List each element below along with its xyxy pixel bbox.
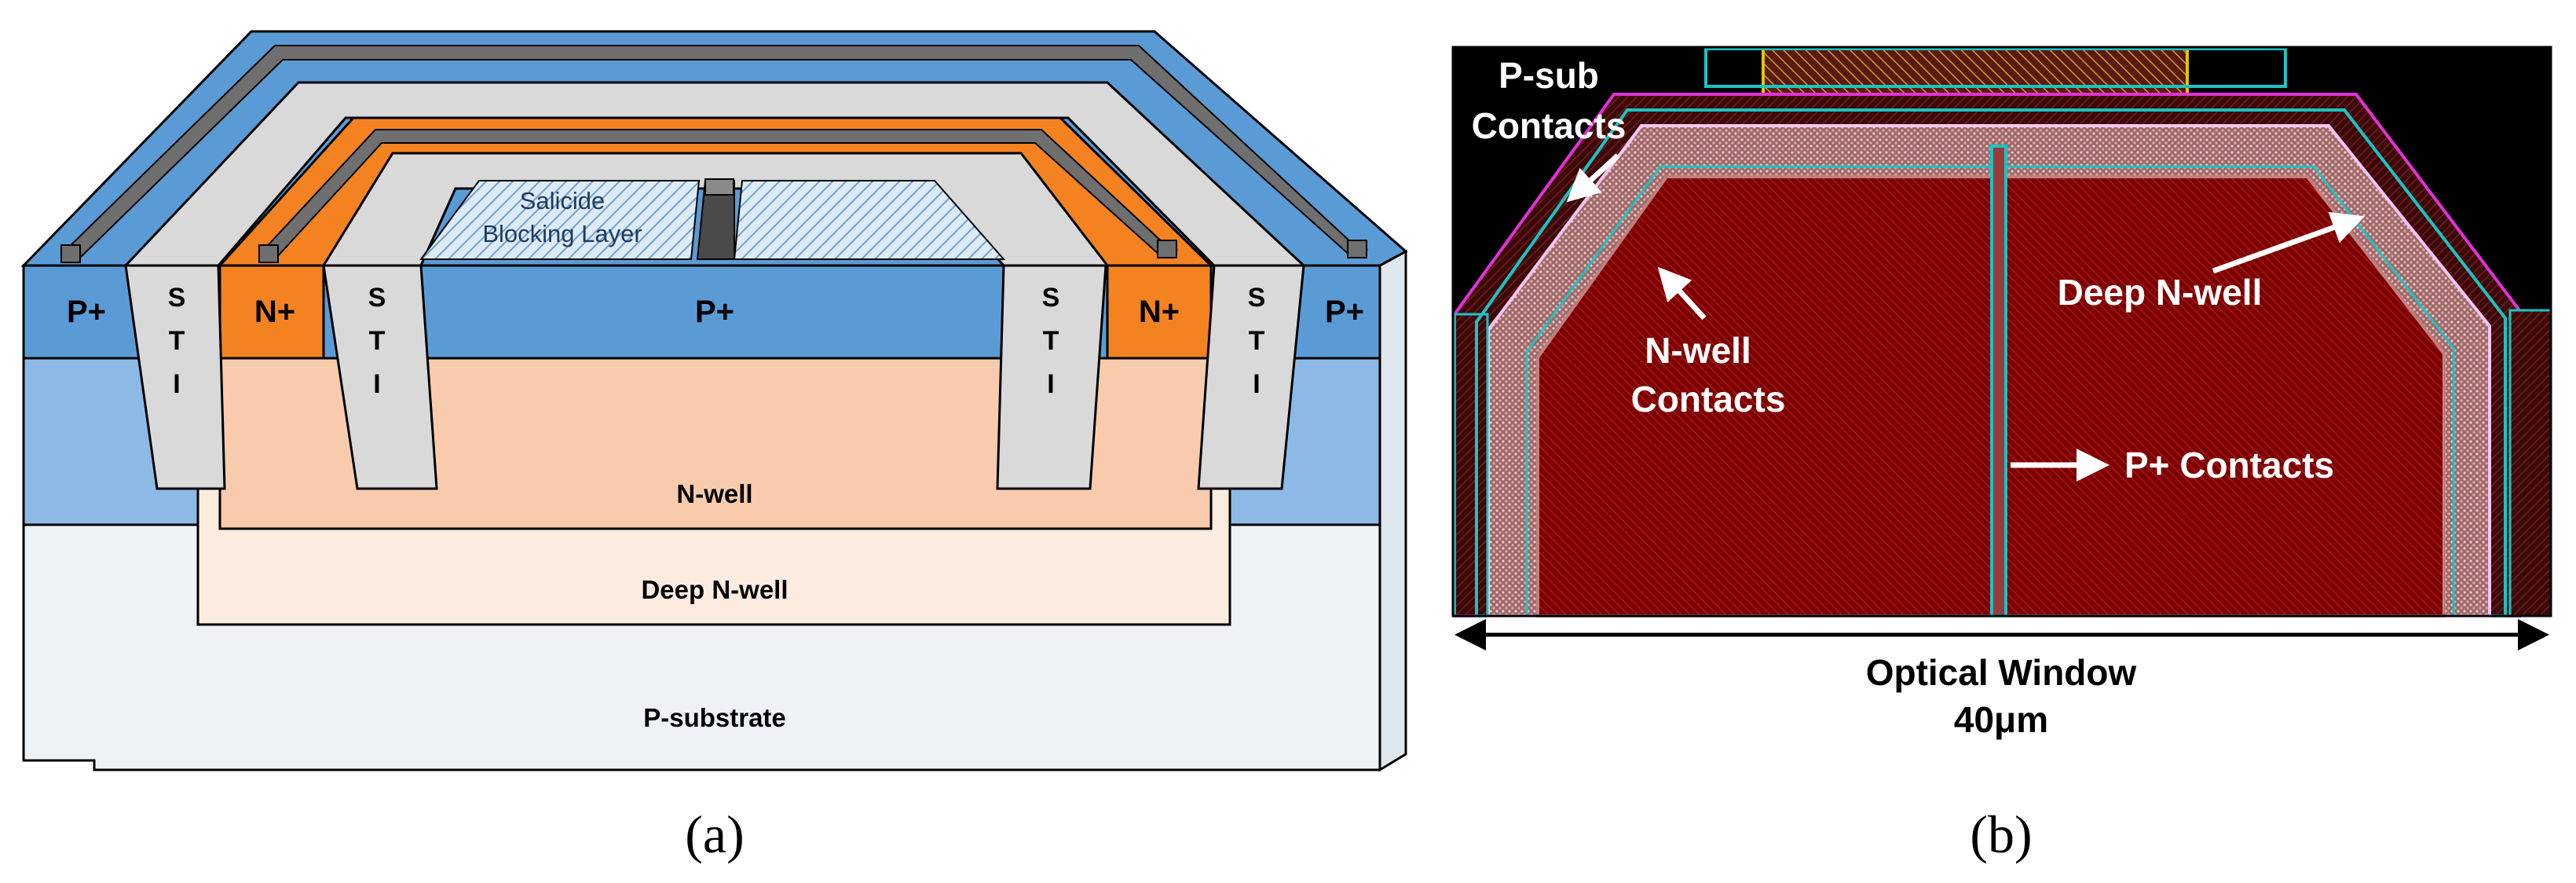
n-well-contacts-label-line2: Contacts xyxy=(1631,379,1786,420)
salicide-label-line2: Blocking Layer xyxy=(482,220,642,247)
n-plus-right-region xyxy=(1106,264,1213,360)
psub-contacts-arrow xyxy=(1566,153,1620,203)
deep-n-well-label-b: Deep N-well xyxy=(2058,272,2263,313)
p-plus-center-label: P+ xyxy=(695,295,734,329)
n-plus-right-label: N+ xyxy=(1139,295,1180,329)
p-plus-contacts-label: P+ Contacts xyxy=(2124,445,2334,485)
panel-b-caption: (b) xyxy=(1970,804,2032,864)
p-plus-left-label: P+ xyxy=(67,295,106,329)
layout-border xyxy=(1451,46,2552,617)
optical-window-size-label: 40μm xyxy=(1954,699,2048,740)
n-well-contacts-arrow xyxy=(1657,266,1707,321)
psub-contacts-label-line1: P-sub xyxy=(1498,55,1599,96)
metal-rail-inner xyxy=(258,129,1179,263)
top-cyan-frame xyxy=(1704,47,2287,88)
p-substrate-label: P-substrate xyxy=(643,703,786,732)
optical-window-label: Optical Window xyxy=(1866,652,2137,693)
deep-n-well-arrow xyxy=(2212,211,2366,274)
center-contact-top xyxy=(704,178,734,196)
panel-a-caption: (a) xyxy=(685,804,744,864)
n-well-contacts-label-line1: N-well xyxy=(1645,330,1751,371)
right-side-box xyxy=(2508,309,2552,617)
salicide-blocking-left xyxy=(419,180,701,260)
p-plus-contact-strip xyxy=(1990,145,2007,617)
top-surface-sti-outer xyxy=(123,81,1307,267)
panel-b-layout: P-sub Contacts Deep N-well N-well Contac… xyxy=(1451,46,2552,617)
block-side-face xyxy=(1378,249,1407,772)
salicide-label-line1: Salicide xyxy=(520,187,606,214)
n-plus-left-label: N+ xyxy=(254,295,295,329)
metal-rail-outer xyxy=(60,45,1369,263)
n-well-label: N-well xyxy=(676,479,752,508)
psub-contacts-label-line2: Contacts xyxy=(1472,105,1626,146)
deep-n-well-label: Deep N-well xyxy=(641,575,788,604)
p-plus-right-label: P+ xyxy=(1325,295,1364,329)
salicide-blocking-right xyxy=(733,180,1006,260)
